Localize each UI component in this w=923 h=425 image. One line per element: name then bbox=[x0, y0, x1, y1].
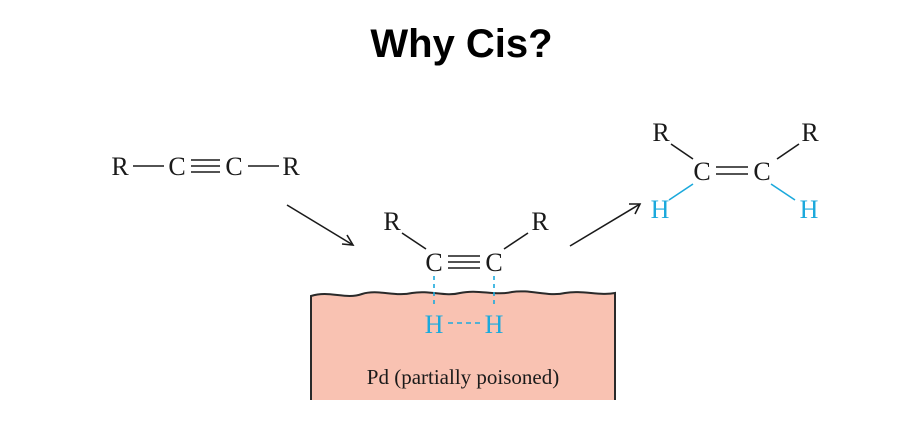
alkyne-r-right: R bbox=[282, 152, 300, 181]
product-hydrogen-right: H bbox=[800, 195, 819, 224]
adsorbed-triple-bond bbox=[448, 255, 480, 269]
alkyne-triple-bond bbox=[191, 159, 220, 173]
product-hydrogen-left: H bbox=[651, 195, 670, 224]
surface-hydrogen-left: H bbox=[425, 310, 444, 339]
adsorbed-bond-r-left bbox=[401, 232, 427, 250]
product-bond-h-right bbox=[770, 183, 796, 201]
catalyst-label: Pd (partially poisoned) bbox=[367, 365, 559, 389]
product-bond-r-right bbox=[776, 143, 800, 160]
cis-alkene-product: R R C C H H bbox=[651, 118, 820, 224]
adsorbed-c2: C bbox=[485, 248, 502, 277]
alkyne-c2: C bbox=[225, 152, 242, 181]
adsorbed-c1: C bbox=[425, 248, 442, 277]
alkyne-molecule: R C C R bbox=[111, 152, 300, 181]
adsorbed-r-left: R bbox=[383, 207, 401, 236]
adsorbed-alkyne: R R C C H H bbox=[383, 207, 549, 339]
product-bond-r-left bbox=[670, 143, 694, 160]
product-c1: C bbox=[693, 157, 710, 186]
product-c2: C bbox=[753, 157, 770, 186]
product-r-right: R bbox=[801, 118, 819, 147]
surface-hydrogen-right: H bbox=[485, 310, 504, 339]
catalyst-surface-edge bbox=[310, 290, 616, 400]
adsorbed-r-right: R bbox=[531, 207, 549, 236]
catalyst-surface bbox=[311, 291, 615, 400]
page-title: Why Cis? bbox=[370, 22, 553, 66]
arrow-to-product bbox=[569, 203, 642, 247]
product-double-bond bbox=[716, 166, 748, 175]
product-r-left: R bbox=[652, 118, 670, 147]
adsorbed-bond-r-right bbox=[503, 232, 529, 250]
product-bond-h-left bbox=[668, 183, 694, 201]
alkyne-c1: C bbox=[168, 152, 185, 181]
arrow-to-surface bbox=[286, 204, 355, 246]
alkyne-r-left: R bbox=[111, 152, 129, 181]
